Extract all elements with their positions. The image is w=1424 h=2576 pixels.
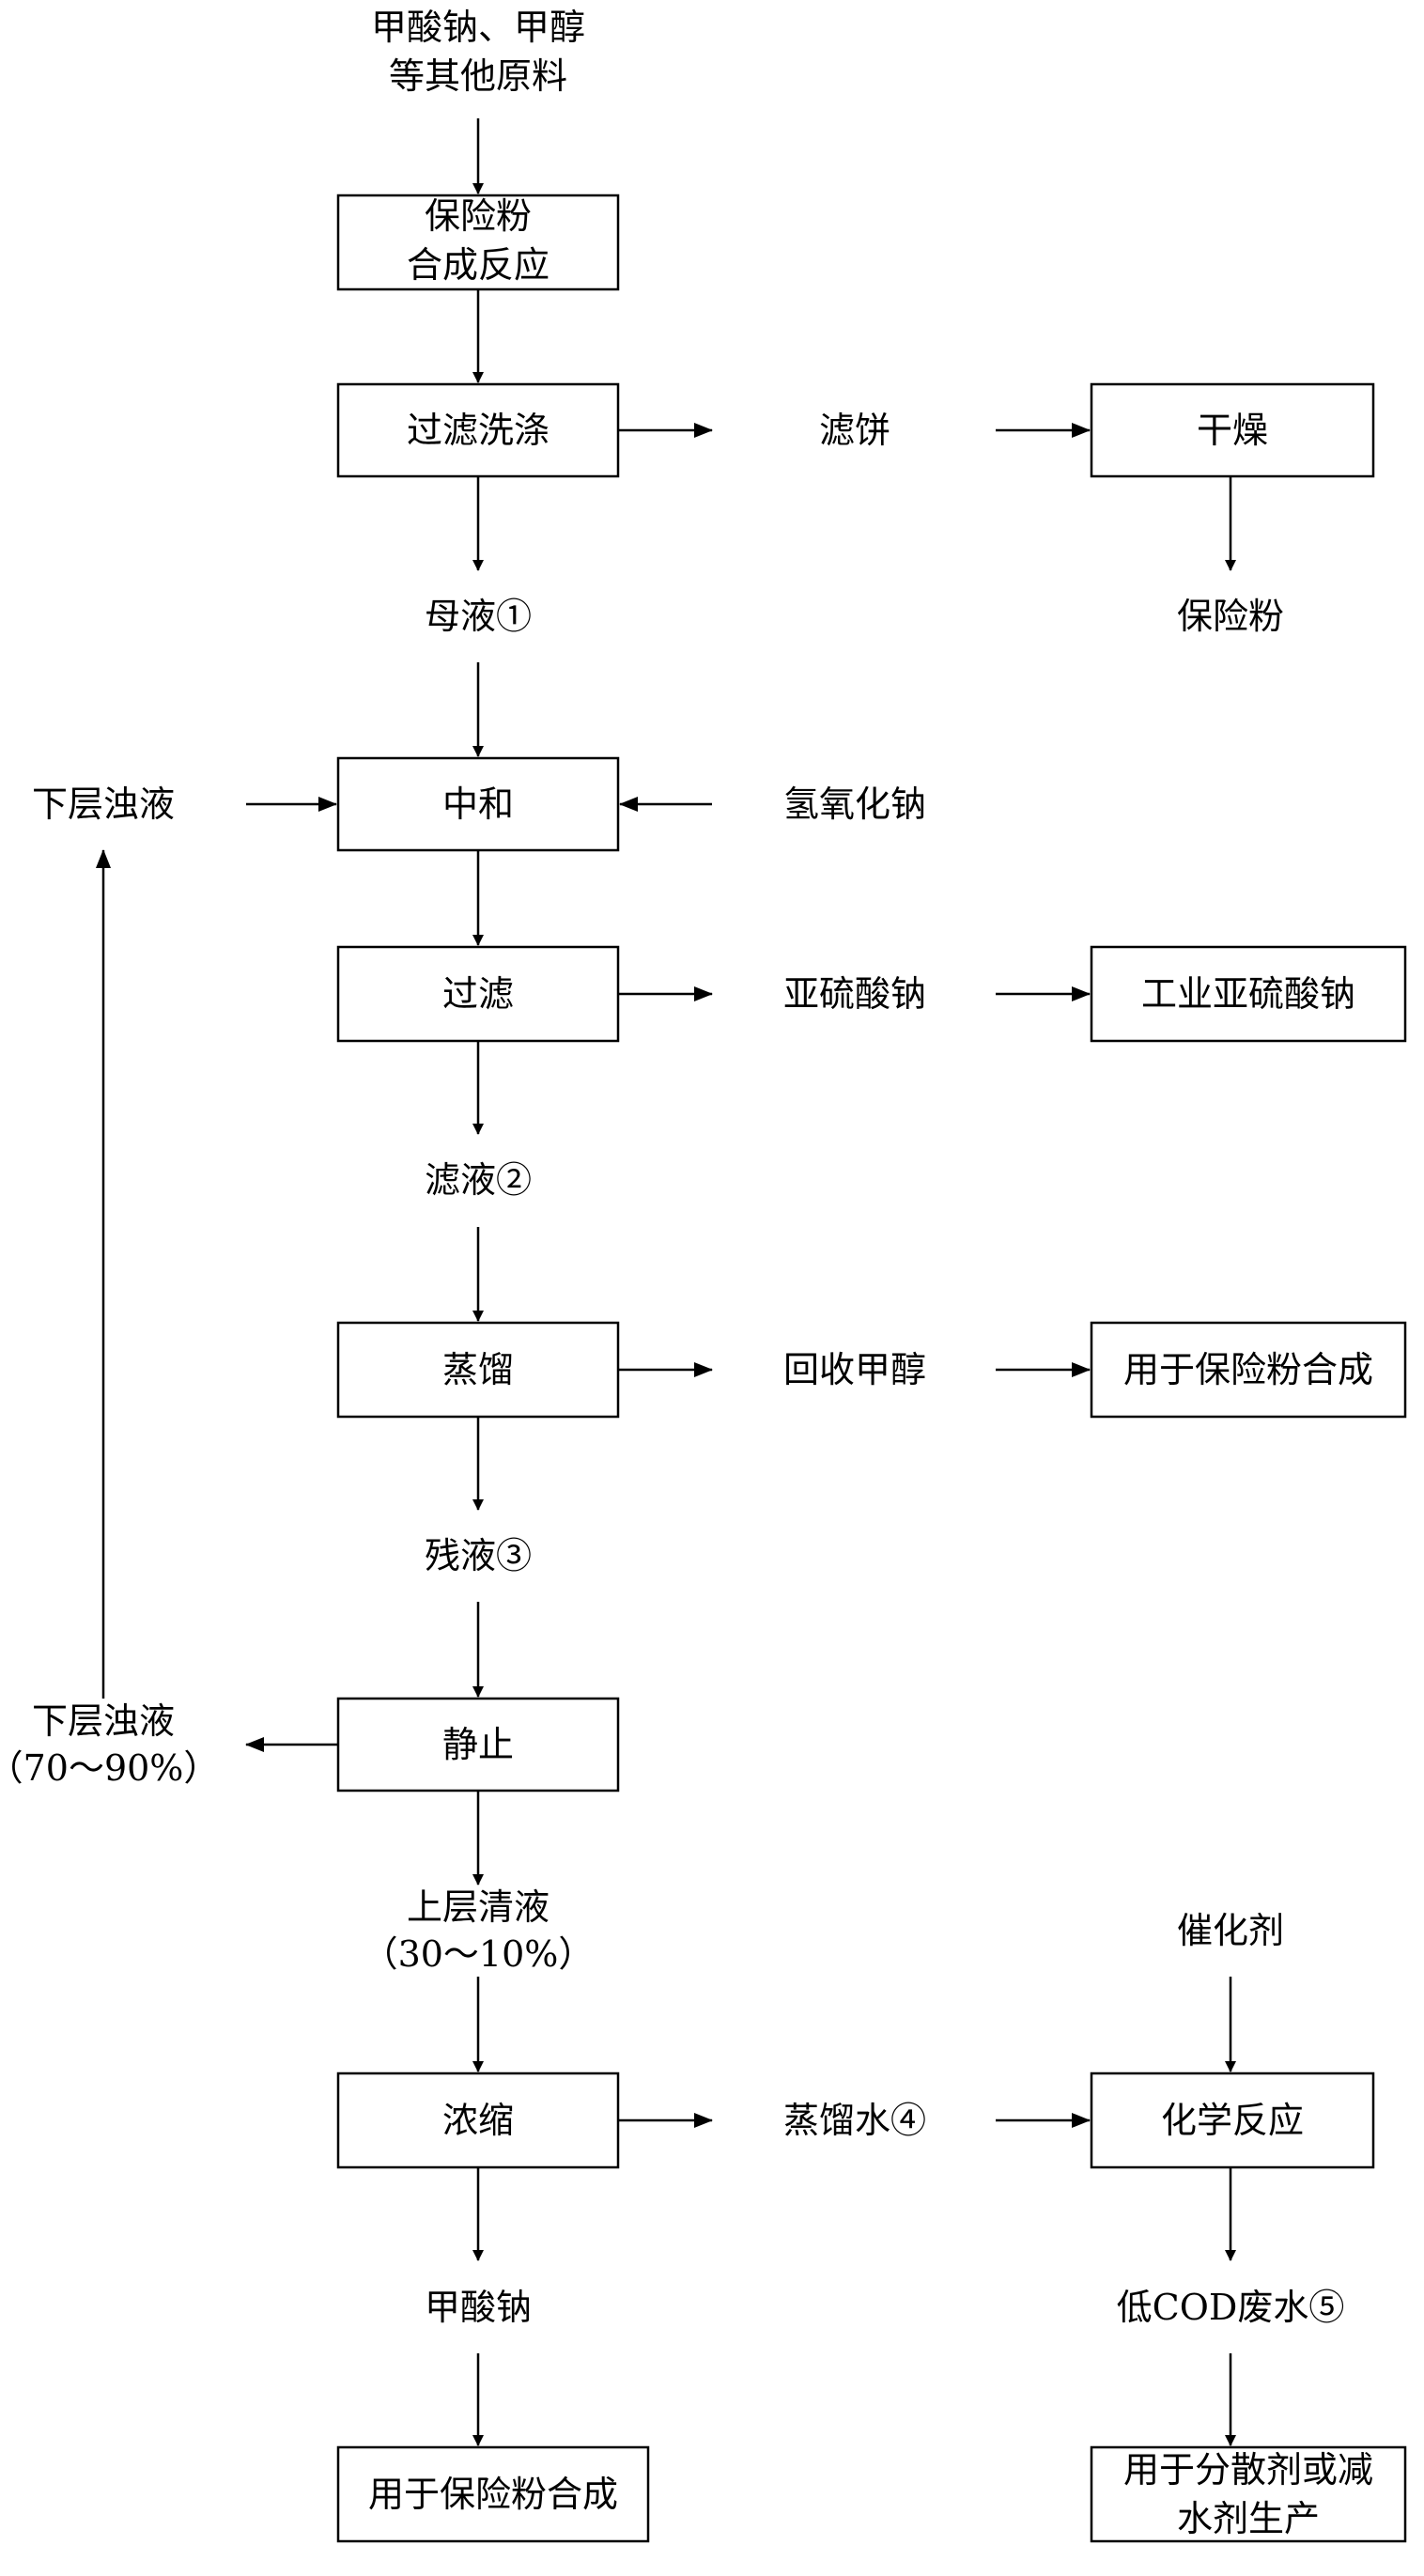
low-cod-water-label: 低COD废水⑤ xyxy=(1117,2287,1345,2328)
neutralize-label: 中和 xyxy=(442,784,514,825)
concentrate-box xyxy=(336,2072,620,2169)
filter-wash-label: 过滤洗涤 xyxy=(407,410,549,451)
dispersant-use-line1: 用于分散剂或减 xyxy=(1123,2449,1373,2491)
filter-wash-box xyxy=(336,382,620,478)
bottom-turbid-top-label: 下层浊液 xyxy=(32,784,175,825)
raw-materials-line1: 甲酸钠、甲醇 xyxy=(371,7,585,48)
synthesis-label-line1: 保险粉 xyxy=(425,195,532,237)
for-synthesis-2-box xyxy=(336,2445,650,2543)
bottom-turbid-lower-line1: 下层浊液 xyxy=(32,1700,175,1742)
filter-cake-label: 滤饼 xyxy=(819,410,890,451)
distilled-water-label: 蒸馏水④ xyxy=(783,2100,926,2141)
raw-materials-line2: 等其他原料 xyxy=(389,55,567,97)
sodium-sulfite-label: 亚硫酸钠 xyxy=(783,973,926,1015)
standing-label: 静止 xyxy=(442,1724,514,1765)
for-synthesis-2-label: 用于保险粉合成 xyxy=(368,2474,618,2515)
catalyst-label: 催化剂 xyxy=(1177,1910,1284,1951)
filtrate-label: 滤液② xyxy=(425,1159,532,1201)
concentrate-label: 浓缩 xyxy=(442,2100,514,2141)
filtration-label: 过滤 xyxy=(442,973,514,1015)
chemical-reaction-box xyxy=(1090,2072,1375,2169)
recovered-methanol-label: 回收甲醇 xyxy=(783,1349,926,1390)
residue-label: 残液③ xyxy=(425,1535,532,1576)
neutralize-box xyxy=(336,756,620,852)
sodium-formate-label: 甲酸钠 xyxy=(425,2287,532,2328)
industrial-sulfite-box xyxy=(1090,945,1407,1043)
bottom-turbid-lower-line2: （70～90%） xyxy=(0,1747,219,1789)
dispersant-use-box xyxy=(1090,2445,1407,2543)
industrial-sulfite-label: 工业亚硫酸钠 xyxy=(1141,973,1355,1015)
for-synthesis-1-label: 用于保险粉合成 xyxy=(1123,1349,1373,1390)
mother-liquor-label: 母液① xyxy=(425,596,532,637)
sodium-hydroxide-label: 氢氧化钠 xyxy=(783,784,926,825)
dispersant-use-line2: 水剂生产 xyxy=(1177,2498,1320,2539)
drying-box xyxy=(1090,382,1375,478)
distillation-label: 蒸馏 xyxy=(442,1349,514,1390)
synthesis-box xyxy=(336,194,620,291)
drying-label: 干燥 xyxy=(1197,410,1268,451)
product-powder-label: 保险粉 xyxy=(1177,596,1284,637)
upper-clear-line1: 上层清液 xyxy=(407,1886,549,1928)
upper-clear-line2: （30～10%） xyxy=(363,1933,595,1975)
for-synthesis-1-box xyxy=(1090,1321,1407,1419)
synthesis-label-line2: 合成反应 xyxy=(407,244,549,286)
chemical-reaction-label: 化学反应 xyxy=(1161,2100,1304,2141)
